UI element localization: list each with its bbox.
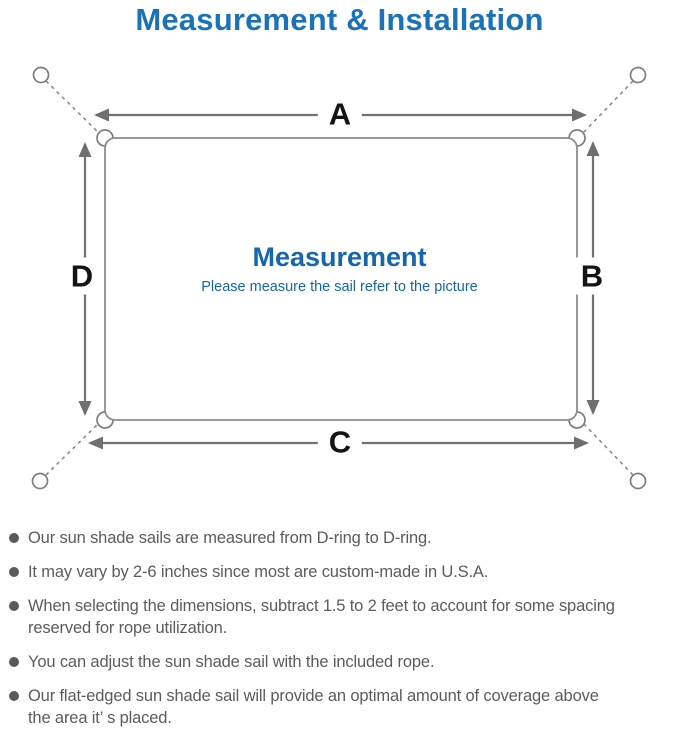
list-item: When selecting the dimensions, subtract … [9, 595, 675, 639]
list-item: It may vary by 2-6 inches since most are… [9, 561, 675, 583]
notes-list: Our sun shade sails are measured from D-… [0, 518, 679, 729]
bullet-icon [9, 533, 19, 543]
note-text: It may vary by 2-6 inches since most are… [28, 563, 489, 581]
note-text: Our flat-edged sun shade sail will provi… [28, 687, 599, 727]
rope-line-top-right [580, 80, 634, 136]
anchor-circle-top-right [629, 66, 647, 84]
bullet-icon [9, 691, 19, 701]
bullet-icon [9, 567, 19, 577]
dimension-label-c: C [317, 423, 363, 461]
note-text: Our sun shade sails are measured from D-… [28, 529, 432, 547]
note-text: You can adjust the sun shade sail with t… [28, 653, 435, 671]
anchor-circle-bottom-left [31, 472, 49, 490]
bullet-icon [9, 657, 19, 667]
diagram-center-subtitle: Please measure the sail refer to the pic… [201, 279, 478, 295]
dimension-label-a: A [317, 95, 363, 133]
page-title: Measurement & Installation [135, 2, 544, 37]
list-item: Our flat-edged sun shade sail will provi… [9, 685, 675, 729]
bullet-icon [9, 601, 19, 611]
diagram-center-title: Measurement [252, 242, 427, 272]
rope-line-top-left [45, 80, 102, 136]
note-text: When selecting the dimensions, subtract … [28, 597, 615, 637]
anchor-points [31, 66, 647, 490]
rope-dashed-lines [45, 80, 634, 476]
sail-measurement-diagram: A B C D Measurement Please measure the s… [0, 58, 679, 518]
dimension-label-b: B [569, 257, 615, 295]
anchor-circle-top-left [32, 66, 50, 84]
rope-line-bottom-left [45, 420, 102, 476]
list-item: You can adjust the sun shade sail with t… [9, 651, 675, 673]
list-item: Our sun shade sails are measured from D-… [9, 527, 675, 549]
dimension-label-d: D [59, 257, 105, 295]
anchor-circle-bottom-right [629, 472, 647, 490]
rope-line-bottom-right [580, 420, 634, 476]
